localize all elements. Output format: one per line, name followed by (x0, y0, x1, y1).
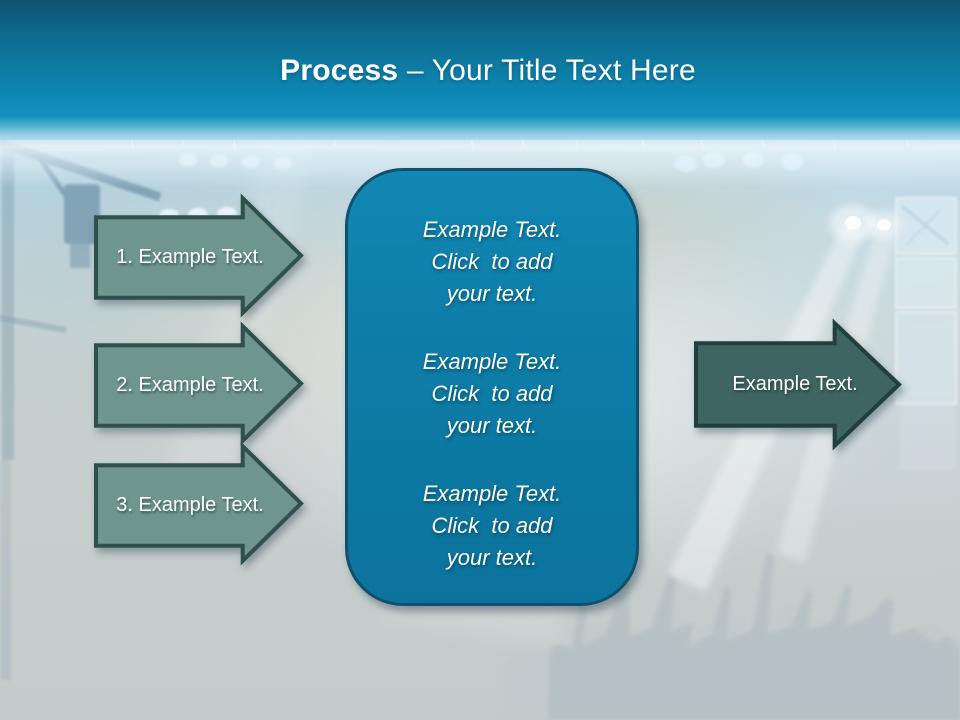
result-arrow-label: Example Text. (732, 372, 858, 395)
speaker-stack (895, 197, 957, 470)
process-arrow-2[interactable]: 2. Example Text. (93, 321, 304, 446)
arrow-3-label: 3. Example Text. (116, 493, 264, 516)
center-text-panel[interactable]: Example Text. Click to add your text. Ex… (345, 168, 639, 606)
panel-text-block-2[interactable]: Example Text. Click to add your text. (422, 349, 562, 438)
process-arrow-1[interactable]: 1. Example Text. (93, 193, 304, 318)
result-arrow[interactable]: Example Text. (693, 318, 902, 451)
bright-spotlights (829, 205, 902, 241)
title-keyword: Process (280, 54, 399, 87)
panel-text-block-1[interactable]: Example Text. Click to add your text. (422, 217, 562, 306)
arrow-shape (693, 318, 902, 451)
arrow-1-label: 1. Example Text. (116, 245, 264, 268)
crowd-silhouette (500, 554, 960, 720)
arrow-2-label: 2. Example Text. (116, 373, 264, 396)
slide-title[interactable]: Process – Your Title Text Here (8, 54, 960, 88)
arrow-shape (93, 321, 304, 446)
panel-text-block-3[interactable]: Example Text. Click to add your text. (422, 481, 562, 570)
arrow-shape (93, 441, 304, 566)
title-subtitle: – Your Title Text Here (398, 54, 696, 87)
arrow-shape (93, 193, 304, 318)
process-arrow-3[interactable]: 3. Example Text. (93, 441, 304, 566)
